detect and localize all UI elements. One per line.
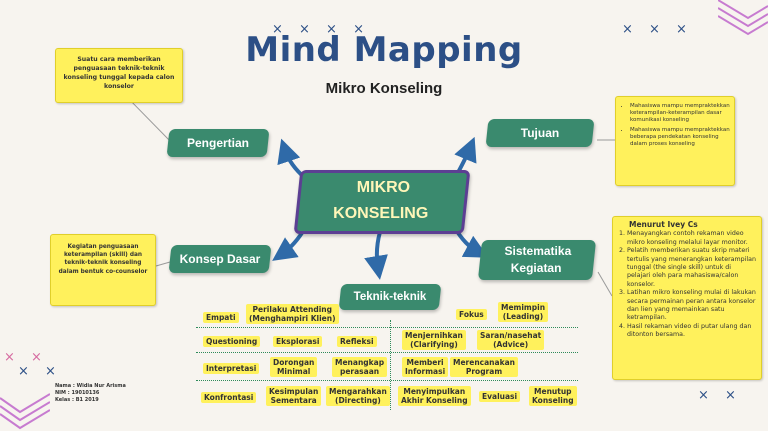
note-sistematika: Menurut Ivey Cs Menayangkan contoh rekam… — [612, 216, 762, 380]
node-konsep-dasar[interactable]: Konsep Dasar — [168, 245, 272, 273]
teknik-chip: Memberi Informasi — [402, 357, 449, 377]
teknik-chip: Questioning — [203, 336, 261, 347]
corner-stripes-bottom-left — [0, 393, 50, 430]
footer-kelas: Kelas : B1 2019 — [55, 397, 99, 403]
teknik-divider-3 — [196, 380, 578, 381]
note-pengertian: Suatu cara memberikan penguasaan teknik-… — [55, 48, 183, 103]
teknik-chip: Merencanakan Program — [450, 357, 518, 377]
footer-name: Nama : Widia Nur Arisma — [55, 383, 126, 389]
note-konsep-text: Kegiatan penguasaan keterampilan (skill)… — [58, 244, 148, 275]
node-tujuan-label: Tujuan — [520, 126, 560, 140]
sistematika-steps: Menayangkan contoh rekaman video mikro k… — [617, 230, 756, 339]
teknik-chip: Menangkap perasaan — [332, 357, 388, 377]
node-pengertian[interactable]: Pengertian — [166, 129, 270, 157]
teknik-chip: Kesimpulan Sementara — [266, 386, 322, 406]
node-pengertian-label: Pengertian — [186, 136, 249, 150]
decor-x-marks-bottom: × × — [698, 388, 742, 403]
teknik-chip: Dorongan Minimal — [270, 357, 318, 377]
teknik-chip: Eksplorasi — [273, 336, 323, 347]
teknik-divider-1 — [196, 327, 578, 328]
note-konsep-dasar: Kegiatan penguasaan keterampilan (skill)… — [50, 234, 156, 306]
decor-x-marks-top: × × × × — [272, 22, 370, 37]
teknik-chip: Fokus — [456, 309, 487, 320]
teknik-chip: Menyimpulkan Akhir Konseling — [398, 386, 471, 406]
line-sistematika-note — [597, 271, 613, 297]
sistematika-step: Menayangkan contoh rekaman video mikro k… — [627, 230, 756, 247]
sistematika-step: Hasil rekaman video di putar ulang dan d… — [627, 323, 756, 340]
node-sistematika-line2: Kegiatan — [510, 261, 562, 275]
teknik-chip: Saran/nasehat (Advice) — [477, 330, 545, 350]
arrow-to-teknik — [364, 230, 388, 280]
node-teknik-label: Teknik-teknik — [353, 291, 427, 303]
teknik-chip: Menutup Konseling — [529, 386, 577, 406]
page-subtitle: Mikro Konseling — [325, 80, 443, 97]
teknik-divider-vertical — [390, 320, 391, 410]
tujuan-item-2: Mahasiswa mampu mempraktekkan beberapa p… — [630, 127, 730, 149]
node-konsep-label: Konsep Dasar — [179, 252, 261, 266]
line-konsep-note — [155, 261, 171, 267]
decor-x-marks-left: × × — [4, 350, 48, 365]
note-tujuan: Mahasiswa mampu mempraktekkan keterampil… — [615, 96, 735, 186]
teknik-chip: Memimpin (Leading) — [498, 302, 549, 322]
footer-nim: NIM : 19010136 — [55, 390, 100, 396]
decor-x-marks-right: × × × — [622, 22, 693, 37]
sistematika-source: Menurut Ivey Cs — [629, 220, 698, 229]
teknik-chip: Konfrontasi — [201, 392, 257, 403]
teknik-chip: Perilaku Attending (Menghampiri Klien) — [246, 304, 339, 324]
teknik-chip: Evaluasi — [479, 391, 521, 402]
footer-info: Nama : Widia Nur Arisma NIM : 19010136 K… — [55, 383, 126, 404]
line-pengertian-note — [124, 94, 173, 144]
center-node[interactable]: MIKRO KONSELING — [293, 170, 471, 234]
sistematika-step: Latihan mikro konseling mulai di lakukan… — [627, 289, 756, 323]
teknik-chip: Refleksi — [337, 336, 377, 347]
decor-x-marks-left2: × × — [18, 364, 62, 379]
tujuan-item-1: Mahasiswa mampu mempraktekkan keterampil… — [630, 103, 730, 125]
node-tujuan[interactable]: Tujuan — [485, 119, 595, 147]
teknik-divider-2 — [196, 352, 578, 353]
node-sistematika-line1: Sistematika — [504, 244, 572, 258]
page-title: Mind Mapping — [245, 30, 523, 70]
corner-stripes-top-right — [718, 0, 768, 36]
sistematika-step: Pelatih memberikan suatu skrip materi te… — [627, 247, 756, 289]
center-line1: MIKRO — [356, 179, 411, 196]
teknik-chip: Menjernihkan (Clarifying) — [402, 330, 466, 350]
node-teknik[interactable]: Teknik-teknik — [338, 284, 442, 310]
center-line2: KONSELING — [333, 205, 429, 222]
note-pengertian-text: Suatu cara memberikan penguasaan teknik-… — [63, 56, 175, 90]
teknik-chip: Mengarahkan (Directing) — [326, 386, 390, 406]
teknik-chip: Interpretasi — [203, 363, 260, 374]
node-sistematika[interactable]: Sistematika Kegiatan — [477, 240, 597, 280]
teknik-chip: Empati — [203, 312, 239, 323]
